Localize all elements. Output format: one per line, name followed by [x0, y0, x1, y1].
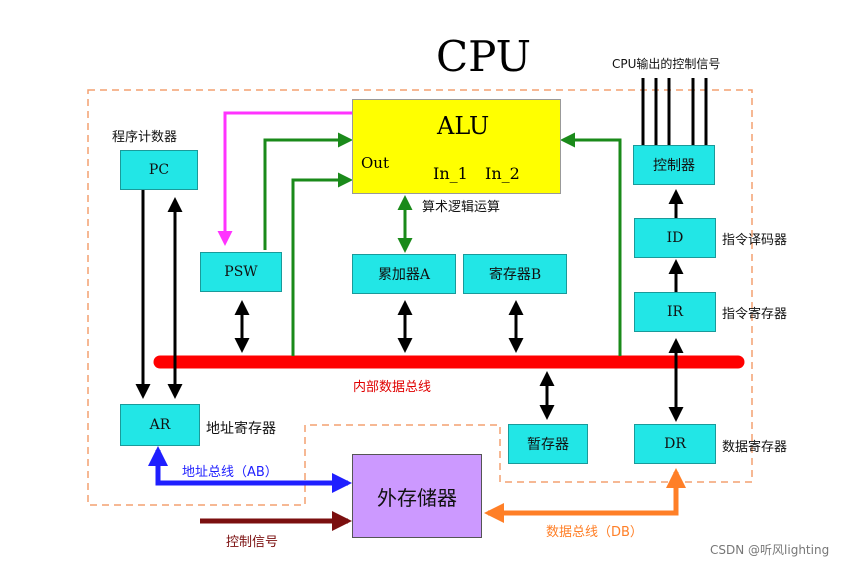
cpu-title: CPU: [436, 32, 532, 81]
alu-to-psw-arrow: [217, 111, 355, 246]
dr-caption: 数据寄存器: [722, 440, 788, 455]
cpu-frame: [87, 89, 753, 506]
pc-caption: 程序计数器: [112, 130, 178, 145]
alu-name: ALU: [437, 112, 490, 140]
alu-in1-port: In_1: [433, 164, 468, 183]
psw-to-alu-arrow: [263, 132, 353, 250]
external-memory: 外存储器: [352, 454, 482, 538]
psw-register: PSW: [200, 252, 282, 292]
alu-in2-port: In_2: [485, 164, 520, 183]
data-bus-caption: 数据总线（DB）: [546, 525, 643, 540]
pc-register: PC: [120, 150, 198, 190]
bus-to-alu-right-arrow: [560, 132, 622, 356]
address-bus-caption: 地址总线（AB）: [182, 465, 278, 480]
ar-register: AR: [120, 404, 200, 446]
address-bus-arrow: [148, 446, 352, 493]
ir-caption: 指令寄存器: [722, 307, 788, 322]
internal-bus-caption: 内部数据总线: [353, 380, 432, 395]
register-b: 寄存器B: [463, 254, 567, 294]
csdn-watermark: CSDN @听风lighting: [710, 543, 830, 557]
temp-register: 暂存器: [508, 424, 588, 464]
control-signals-out-label: CPU输出的控制信号: [612, 57, 721, 71]
alu-out-port: Out: [361, 154, 389, 172]
accumulator-register: 累加器A: [352, 254, 456, 294]
alu-block: ALU Out In_1 In_2: [352, 99, 561, 194]
bus-to-alu-arrow: [291, 172, 353, 356]
alu-caption: 算术逻辑运算: [422, 200, 501, 215]
data-bus-arrow: [484, 468, 686, 523]
controller-unit: 控制器: [633, 145, 715, 185]
control-output-lines: [641, 78, 708, 145]
ir-register: IR: [634, 292, 716, 332]
dr-register: DR: [634, 424, 716, 464]
ar-caption: 地址寄存器: [206, 421, 276, 437]
id-register: ID: [634, 218, 716, 258]
control-signal-caption: 控制信号: [226, 535, 279, 550]
id-caption: 指令译码器: [722, 233, 788, 248]
